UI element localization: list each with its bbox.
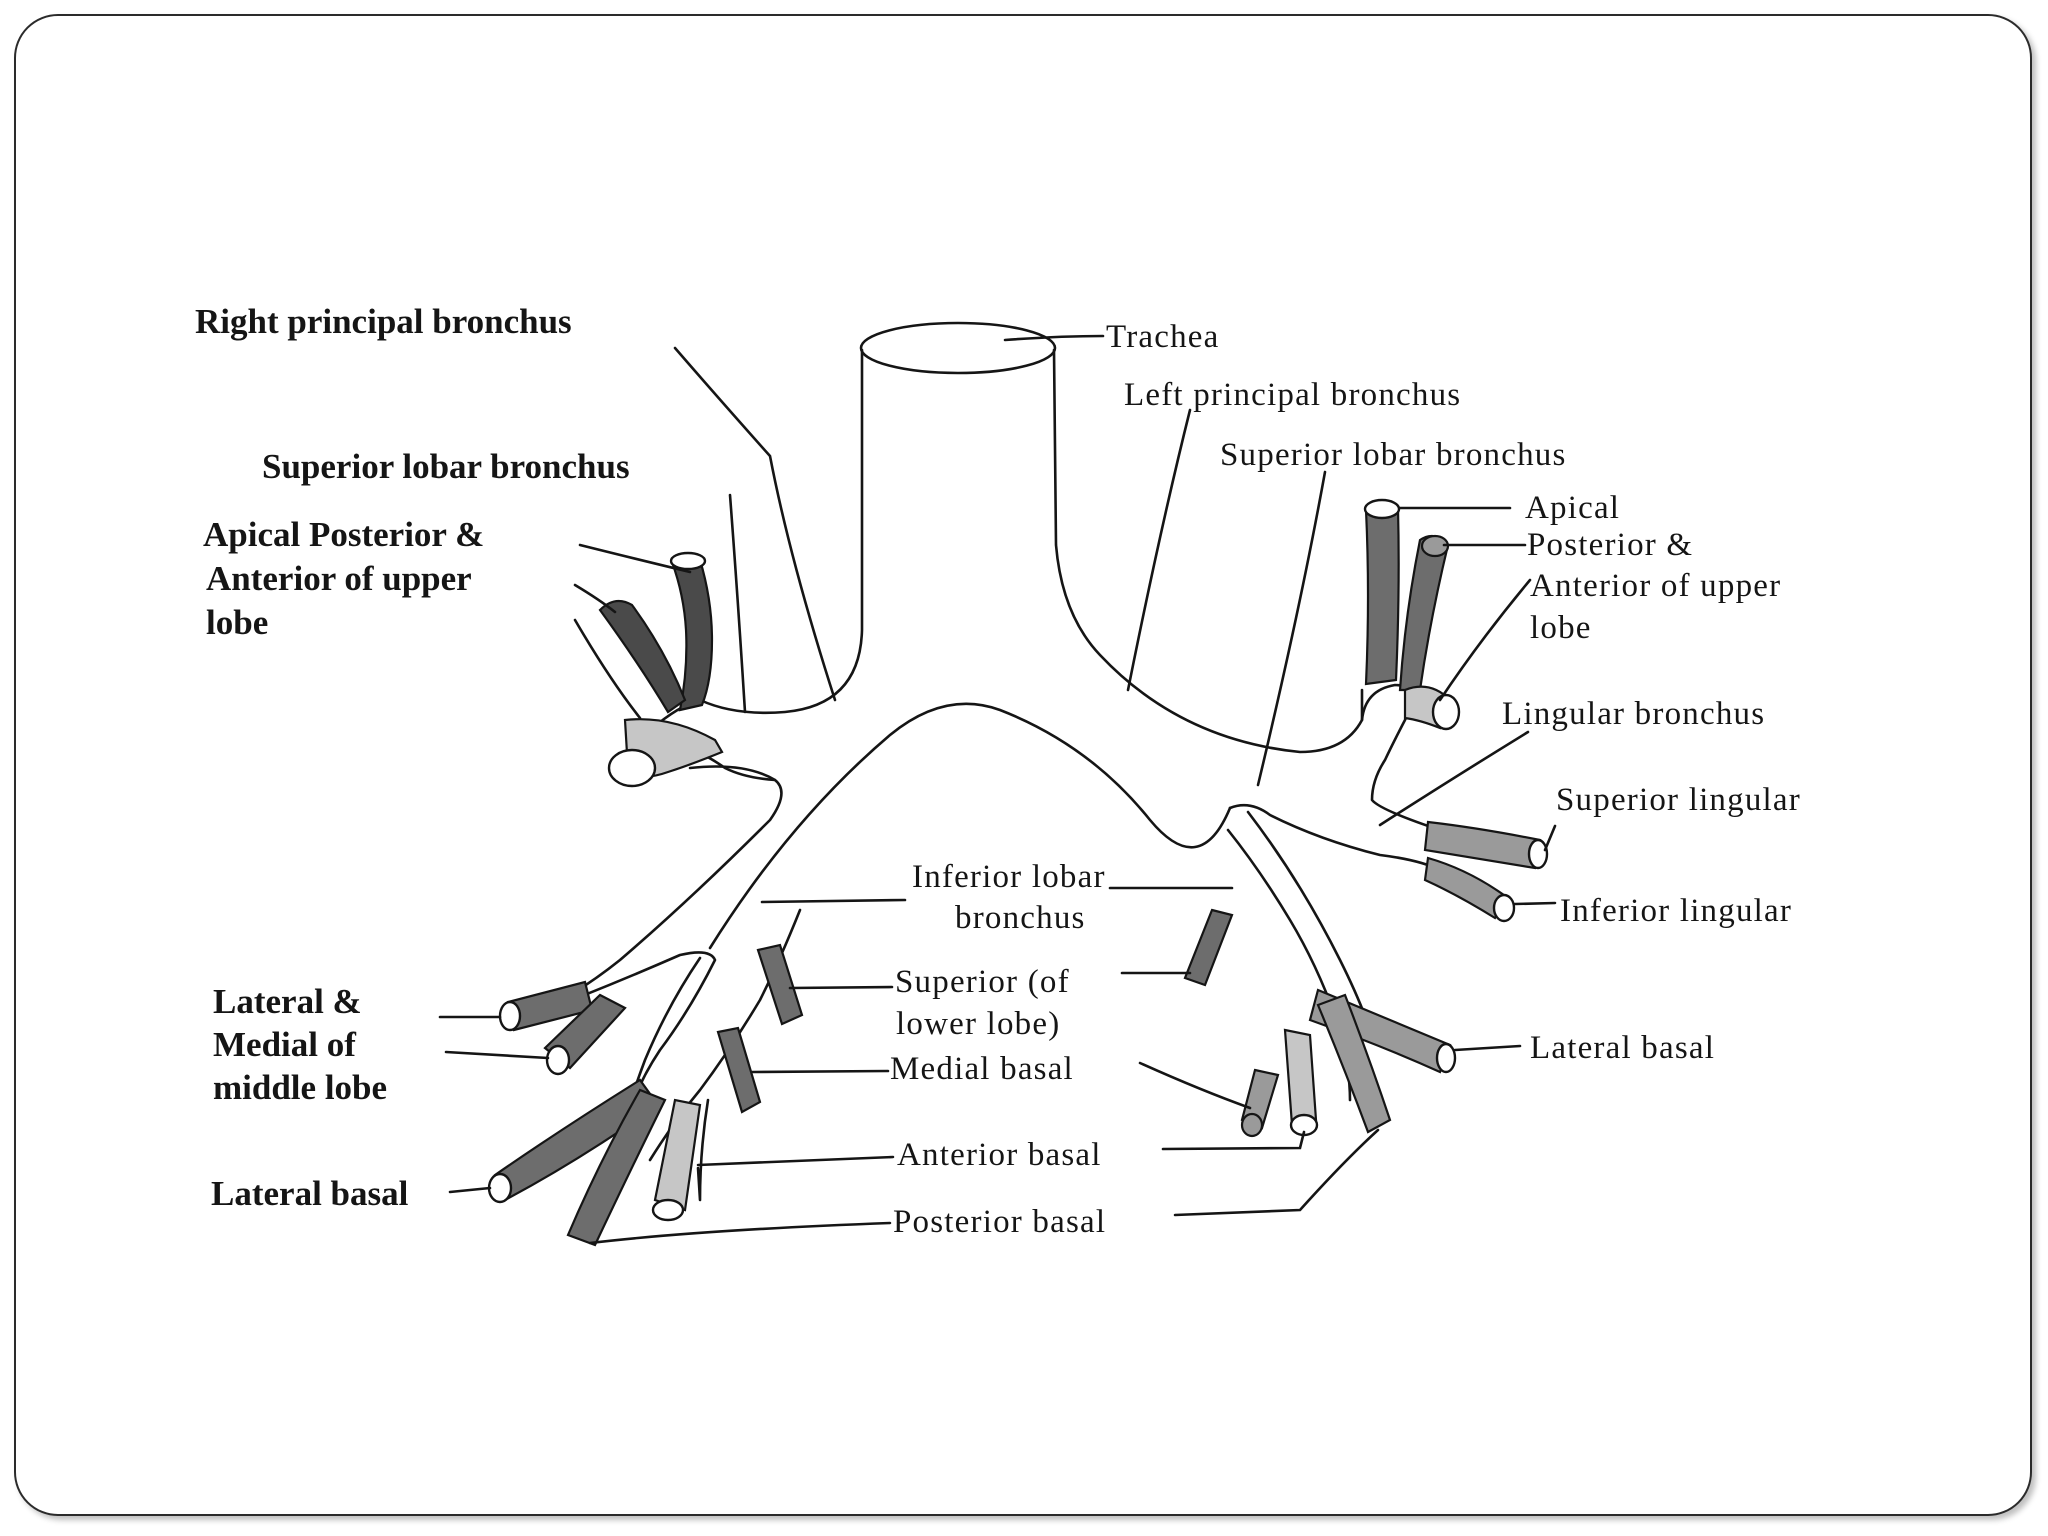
left-medial-basal-opening [1240, 1112, 1264, 1138]
leader-lines [438, 334, 1557, 1245]
carina-arch [708, 702, 1232, 950]
labels-right-lung: Right principal bronchus Superior lobar … [195, 302, 630, 1213]
leader-medial-basal-right [750, 1069, 890, 1074]
leader-superior-lower-right [788, 985, 894, 990]
leader-inferior-lobar-right [760, 898, 907, 904]
right-anterior-basal-bronchus [653, 1098, 702, 1212]
label-left-superior-lobar-bronchus: Superior lobar bronchus [1220, 437, 1567, 473]
left-superior-lingular-opening [1527, 838, 1549, 870]
leader-right-apical-3 [573, 618, 642, 720]
label-trachea: Trachea [1106, 319, 1219, 355]
label-right-superior-lobar-bronchus: Superior lobar bronchus [262, 447, 630, 486]
label-anterior-basal: Anterior basal [897, 1137, 1102, 1173]
leader-left-superior-lobar [1256, 470, 1327, 787]
label-left-principal-bronchus: Left principal bronchus [1124, 377, 1461, 413]
left-anterior-basal-bronchus [1283, 1028, 1318, 1127]
right-anterior-basal-opening [651, 1198, 685, 1222]
leader-inferior-lingular [1513, 901, 1557, 906]
slide-frame [14, 14, 2032, 1516]
leader-posterior-basal-left [1173, 1128, 1380, 1217]
leader-left-anterior [1438, 578, 1532, 702]
left-posterior-bronchus [1398, 534, 1450, 692]
right-apical-bronchus [670, 558, 714, 712]
label-medial-basal: Medial basal [890, 1051, 1074, 1087]
label-inferior-lobar-line2: bronchus [955, 900, 1086, 936]
leader-lateral-basal-right [448, 1186, 492, 1194]
trachea-left-wall [648, 348, 864, 732]
left-superior-lingular-bronchus [1423, 820, 1542, 870]
leader-anterior-basal-left [1161, 1130, 1306, 1151]
leader-posterior-basal-right [588, 1221, 892, 1245]
label-left-lateral-basal: Lateral basal [1530, 1030, 1715, 1066]
label-left-posterior: Posterior & [1527, 527, 1693, 563]
label-right-apical-line2: Anterior of upper [206, 559, 472, 598]
leader-medial-basal-left [1138, 1061, 1252, 1110]
left-main-lower-edge [1228, 803, 1442, 872]
left-lateral-basal-opening [1435, 1042, 1457, 1074]
left-apical-bronchus [1364, 506, 1400, 686]
label-inferior-lingular: Inferior lingular [1560, 893, 1792, 929]
right-medial-basal-bronchus [716, 1026, 762, 1114]
leader-right-superior-lobar [728, 493, 747, 714]
label-right-lateral-basal: Lateral basal [211, 1174, 409, 1213]
label-left-anterior-line1: Anterior of upper [1530, 568, 1781, 604]
leader-anterior-basal-right [696, 1155, 895, 1167]
label-middle-lobe-line2: Medial of [213, 1025, 356, 1064]
left-apical-opening [1363, 498, 1401, 520]
left-posterior-basal-bronchus [1316, 993, 1392, 1134]
label-superior-lingular: Superior lingular [1556, 782, 1801, 818]
label-left-apical: Apical [1525, 490, 1620, 526]
label-left-anterior-line2: lobe [1530, 610, 1592, 646]
right-anterior-opening [607, 748, 657, 788]
right-posterior-bronchus [598, 599, 687, 714]
trachea-right-wall [1052, 348, 1364, 754]
trachea-opening [859, 321, 1057, 375]
label-middle-lobe-line3: middle lobe [213, 1068, 387, 1107]
right-apical-opening [669, 551, 707, 571]
leader-left-principal [1126, 408, 1192, 692]
label-middle-lobe-line1: Lateral & [213, 982, 362, 1021]
leader-superior-lingular [1543, 824, 1557, 852]
right-main-lower-edge [518, 765, 783, 1022]
label-right-apical-line1: Apical Posterior & [203, 515, 484, 554]
label-right-apical-line3: lobe [206, 603, 268, 642]
leader-middle-lobe-2 [444, 1050, 550, 1060]
right-superior-lower-bronchus [756, 943, 804, 1026]
leader-right-apical-1 [578, 543, 692, 574]
leader-lingular-bronchus [1378, 730, 1530, 827]
leader-lateral-basal-left [1453, 1044, 1522, 1052]
left-upper-division [1360, 683, 1442, 832]
right-middle-lateral-opening [498, 1000, 522, 1032]
left-anterior-opening [1431, 693, 1461, 731]
label-posterior-basal: Posterior basal [893, 1204, 1106, 1240]
left-superior-lower-bronchus [1183, 908, 1234, 987]
right-basal-trunk-b [696, 1098, 710, 1202]
label-lingular-bronchus: Lingular bronchus [1502, 696, 1765, 732]
segmental-bronchi [487, 498, 1549, 1247]
leader-trachea [1003, 334, 1105, 342]
leader-right-apical-2 [573, 583, 617, 614]
label-superior-lower-line2: lower lobe) [896, 1006, 1060, 1042]
labels-left-lung: Trachea Left principal bronchus Superior… [890, 319, 1801, 1240]
right-lateral-basal-opening [487, 1172, 513, 1204]
right-posterior-basal-bronchus [566, 1088, 667, 1247]
left-lower-outer-edge [1246, 810, 1372, 1032]
left-inferior-lingular-opening [1492, 893, 1516, 923]
label-right-principal-bronchus: Right principal bronchus [195, 302, 572, 341]
right-lower-outer-edge [518, 951, 717, 1112]
label-superior-lower-line1: Superior (of [895, 964, 1070, 1000]
label-inferior-lobar-line1: Inferior lobar [912, 859, 1106, 895]
right-middle-medial-opening [545, 1044, 571, 1076]
leader-right-principal [673, 346, 837, 702]
